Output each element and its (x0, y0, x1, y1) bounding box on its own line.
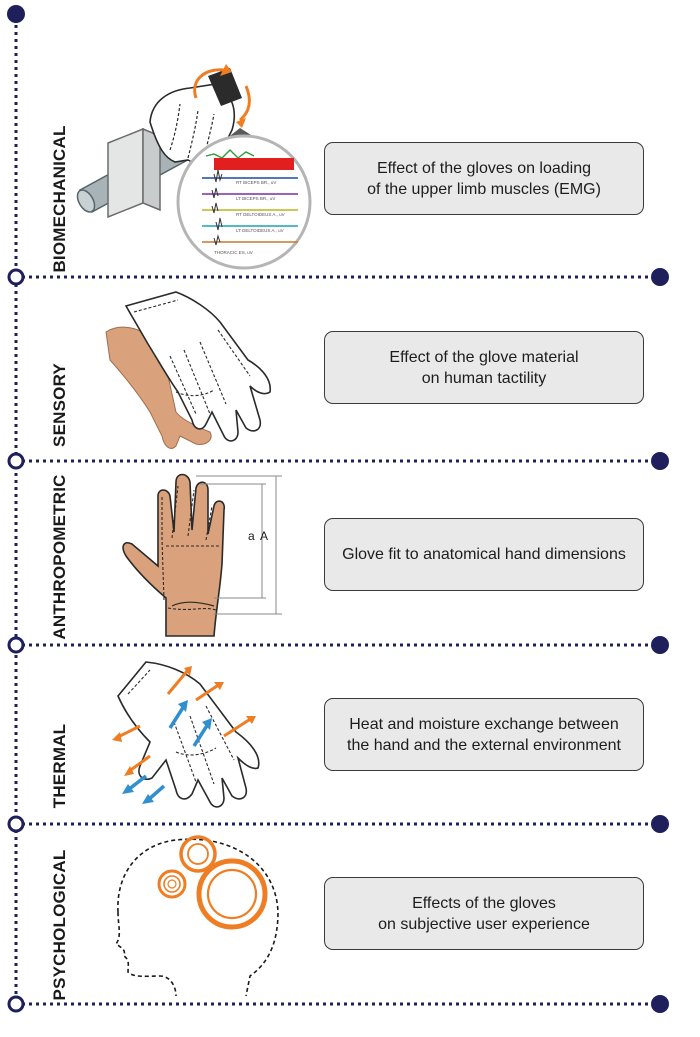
emg-channel-label: THORACIC ES, uV (214, 250, 253, 255)
anthropometric-hand-icon (122, 473, 226, 637)
emg-traces (202, 149, 298, 246)
head-silhouette-icon (114, 838, 279, 997)
biomechanical-illustration: RT BICEPS BR., uV LT BICEPS BR., uV RT D… (76, 64, 312, 270)
left-nodes (7, 268, 25, 1013)
start-dot (7, 5, 25, 23)
dimension-label-a: a (248, 529, 255, 543)
section-label-text: THERMAL (50, 723, 69, 809)
rotation-arrowhead (236, 118, 246, 128)
emg-channel-labels: RT BICEPS BR., uV LT BICEPS BR., uV RT D… (214, 180, 285, 255)
description-text: Heat and moisture exchange between the h… (347, 715, 621, 754)
separator-end-dot (651, 636, 669, 654)
separator-end-dot (651, 268, 669, 286)
description-box-sensory: Effect of the glove material on human ta… (324, 331, 644, 404)
thermal-illustration (112, 661, 260, 808)
thermal-glove-seams (127, 669, 235, 785)
emg-trace-burst (214, 158, 294, 170)
section-label-text: SENSORY (50, 363, 69, 447)
emg-channel-label: RT BICEPS BR., uV (236, 180, 276, 185)
description-text: Effect of the gloves on loading of the u… (367, 159, 601, 198)
emg-channel-label: RT DELTOIDEUS A., uV (236, 212, 285, 217)
separator-end-dot (651, 995, 669, 1013)
section-node (7, 268, 25, 286)
section-node (7, 815, 25, 833)
section-label-text: PSYCHOLOGICAL (50, 849, 69, 1001)
description-box-thermal: Heat and moisture exchange between the h… (324, 698, 644, 771)
emg-channel-label: LT DELTOIDEUS A., uV (236, 228, 284, 233)
description-text: Effects of the gloves on subjective user… (378, 894, 590, 933)
anthropometric-illustration: a A (122, 473, 282, 637)
description-text: Effect of the glove material on human ta… (389, 348, 579, 387)
section-label-text: BIOMECHANICAL (50, 125, 69, 273)
fixture-block (107, 127, 144, 219)
handle-bar-end (76, 189, 96, 213)
thought-circles-icon (157, 835, 268, 930)
separator-end-dot (651, 452, 669, 470)
psychological-illustration (114, 835, 279, 997)
description-box-psychological: Effects of the gloves on subjective user… (324, 877, 644, 950)
section-label-text: ANTHROPOMETRIC (50, 474, 69, 640)
sensory-glove-icon (124, 291, 272, 442)
moisture-arrowheads (122, 700, 212, 804)
section-node (7, 636, 25, 654)
emg-signal-circle (176, 134, 312, 270)
separator-lines (22, 275, 660, 1006)
rotation-arrowhead (220, 64, 232, 76)
description-box-anthropometric: Glove fit to anatomical hand dimensions (324, 518, 644, 591)
dimension-label-A: A (260, 529, 268, 543)
sensory-illustration (105, 291, 272, 449)
separator-end-dot (651, 815, 669, 833)
heat-arrowheads (112, 666, 256, 776)
glove-finger-seams (169, 103, 215, 159)
dimension-lines (196, 475, 282, 615)
anthropometric-glove-outline (161, 485, 220, 611)
description-box-biomechanical: Effect of the gloves on loading of the u… (324, 142, 644, 215)
section-node (7, 995, 25, 1013)
description-text: Glove fit to anatomical hand dimensions (342, 546, 626, 563)
section-node (7, 452, 25, 470)
glove-cuff (208, 68, 242, 106)
thermal-glove-icon (117, 661, 260, 808)
anthropometric-palm-line (171, 601, 215, 607)
sensory-glove-seams (133, 299, 251, 415)
right-dots (651, 268, 669, 1013)
rotation-arrows-icon (193, 68, 251, 122)
emg-channel-label: LT BICEPS BR., uV (236, 196, 275, 201)
